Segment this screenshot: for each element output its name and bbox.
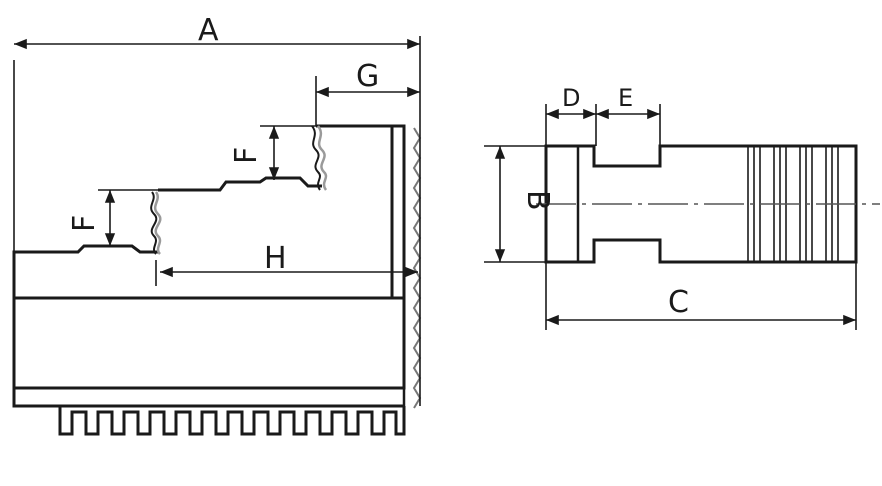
left-dimensions [13, 36, 421, 406]
label-G: G [356, 59, 379, 94]
label-F-upper: F [229, 147, 264, 164]
jaw-side-view [12, 124, 406, 436]
label-F-lower: F [67, 215, 102, 232]
break-line-4 [150, 191, 158, 255]
break-line-1 [153, 191, 162, 255]
break-line-2 [316, 125, 328, 191]
jaw-base [12, 388, 404, 408]
label-H: H [264, 241, 287, 276]
label-E: E [618, 84, 633, 112]
step-2 [158, 176, 322, 192]
label-A: A [198, 13, 219, 48]
label-D: D [562, 84, 580, 112]
label-C: C [668, 285, 689, 320]
bottom-teeth [58, 406, 406, 436]
jaw-body [12, 296, 406, 390]
serrated-edge [412, 127, 422, 409]
break-line-3 [311, 125, 321, 191]
step-1 [12, 244, 158, 298]
break-lines [150, 125, 328, 255]
label-B: B [520, 190, 555, 211]
right-dimensions [484, 104, 857, 330]
jaw-right-wall [392, 124, 406, 298]
